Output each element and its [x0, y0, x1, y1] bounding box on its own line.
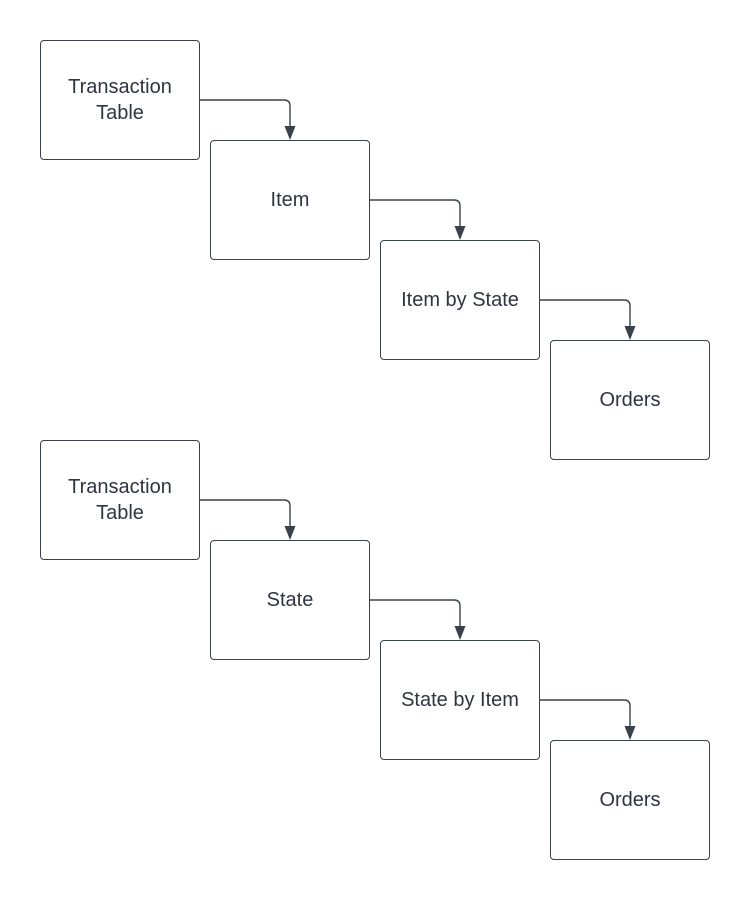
connector-line — [370, 599, 461, 628]
flow2-arrow-2 — [370, 599, 466, 640]
arrowhead-icon — [284, 526, 296, 540]
node-label: Transaction Table — [68, 76, 172, 124]
node-label: Item — [270, 189, 310, 211]
node-label: Transaction Table — [68, 476, 172, 524]
arrowhead-icon — [624, 726, 636, 740]
node-label: Orders — [599, 389, 661, 411]
connector-line — [540, 699, 631, 728]
flow2-transaction-table-node[interactable]: Transaction Table — [40, 440, 200, 560]
flow2-arrow-1 — [200, 499, 296, 540]
flow1-arrow-2 — [370, 199, 466, 240]
flow1-arrow-3 — [540, 299, 636, 340]
node-label: State — [266, 589, 314, 611]
flow2-state-by-item-node[interactable]: State by Item — [380, 640, 540, 760]
node-label: Item by State — [401, 289, 519, 311]
connector-line — [540, 299, 631, 328]
flow2-arrow-3 — [540, 699, 636, 740]
connector-line — [200, 499, 291, 528]
arrowhead-icon — [284, 126, 296, 140]
connector-line — [200, 99, 291, 128]
arrowhead-icon — [454, 626, 466, 640]
arrowhead-icon — [454, 226, 466, 240]
connector-line — [370, 199, 461, 228]
flow1-item-node[interactable]: Item — [210, 140, 370, 260]
flow1-orders-node[interactable]: Orders — [550, 340, 710, 460]
flow1-arrow-1 — [200, 99, 296, 140]
flow2-orders-node[interactable]: Orders — [550, 740, 710, 860]
flow2-state-node[interactable]: State — [210, 540, 370, 660]
flow1-transaction-table-node[interactable]: Transaction Table — [40, 40, 200, 160]
node-label: Orders — [599, 789, 661, 811]
node-label: State by Item — [401, 689, 519, 711]
arrowhead-icon — [624, 326, 636, 340]
flow1-item-by-state-node[interactable]: Item by State — [380, 240, 540, 360]
